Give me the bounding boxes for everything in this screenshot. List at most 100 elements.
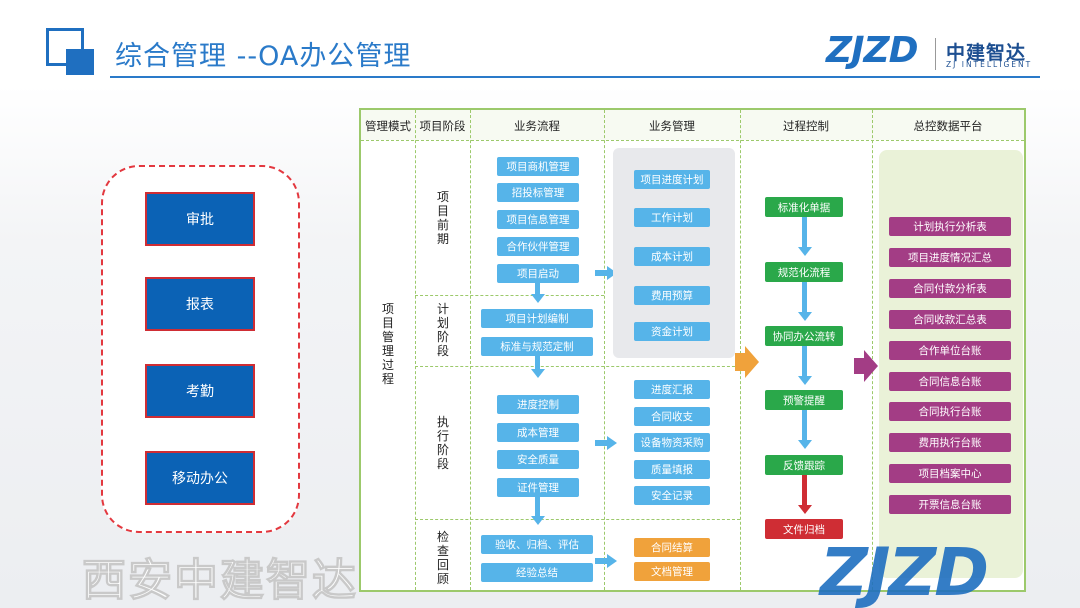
flow-item[interactable]: 招投标管理 xyxy=(497,183,579,202)
business-item[interactable]: 文档管理 xyxy=(634,562,710,581)
stage-divider xyxy=(415,295,604,296)
business-item[interactable]: 资金计划 xyxy=(634,322,710,341)
logo-square-outline xyxy=(46,28,84,66)
brand-logo: ZJZD xyxy=(826,30,918,71)
process-item[interactable]: 预警提醒 xyxy=(765,390,843,410)
process-item[interactable]: 协同办公流转 xyxy=(765,326,843,346)
column-divider xyxy=(415,110,416,590)
attendance-button[interactable]: 考勤 xyxy=(145,364,255,418)
business-item[interactable]: 项目进度计划 xyxy=(634,170,710,189)
process-arrow-down-icon xyxy=(798,247,812,256)
platform-item[interactable]: 项目进度情况汇总 xyxy=(889,248,1011,267)
platform-item[interactable]: 费用执行台账 xyxy=(889,433,1011,452)
column-divider xyxy=(470,110,471,590)
column-header-stage: 项目阶段 xyxy=(419,119,466,133)
flow-arrow-right-icon xyxy=(607,266,617,280)
platform-item[interactable]: 开票信息台账 xyxy=(889,495,1011,514)
approval-button[interactable]: 审批 xyxy=(145,192,255,246)
flow-item[interactable]: 合作伙伴管理 xyxy=(497,237,579,256)
stage-divider xyxy=(415,366,740,367)
brand-name-cn: 中建智达 xyxy=(946,42,1027,64)
flow-item[interactable]: 标准与规范定制 xyxy=(481,337,593,356)
process-arrow-shaft xyxy=(802,346,807,376)
platform-item[interactable]: 计划执行分析表 xyxy=(889,217,1011,236)
business-item[interactable]: 费用预算 xyxy=(634,286,710,305)
process-end-item[interactable]: 文件归档 xyxy=(765,519,843,539)
flow-item[interactable]: 验收、归档、评估 xyxy=(481,535,593,554)
platform-item[interactable]: 合同付款分析表 xyxy=(889,279,1011,298)
flow-item[interactable]: 证件管理 xyxy=(497,478,579,497)
mobile-office-button[interactable]: 移动办公 xyxy=(145,451,255,505)
process-arrow-shaft xyxy=(802,217,807,247)
business-item[interactable]: 工作计划 xyxy=(634,208,710,227)
platform-item[interactable]: 合同收款汇总表 xyxy=(889,310,1011,329)
flow-item[interactable]: 经验总结 xyxy=(481,563,593,582)
business-item[interactable]: 进度汇报 xyxy=(634,380,710,399)
process-arrow-shaft xyxy=(802,410,807,440)
platform-item[interactable]: 合作单位台账 xyxy=(889,341,1011,360)
business-item[interactable]: 合同收支 xyxy=(634,407,710,426)
report-button[interactable]: 报表 xyxy=(145,277,255,331)
platform-item[interactable]: 合同执行台账 xyxy=(889,402,1011,421)
process-arrow-right-icon xyxy=(745,346,759,378)
flow-arrow-shaft xyxy=(535,356,540,370)
watermark-logo: ZJZD xyxy=(820,534,989,608)
process-arrow-down-icon xyxy=(798,505,812,514)
column-header-flow: 业务流程 xyxy=(514,119,560,133)
process-arrow-down-icon xyxy=(798,312,812,321)
brand-name-en: ZJ INTELLIGENT xyxy=(946,60,1033,69)
watermark-text: 西安中建智达 xyxy=(82,555,358,607)
flow-item[interactable]: 项目信息管理 xyxy=(497,210,579,229)
process-arrow-down-icon xyxy=(798,440,812,449)
platform-arrow-shaft xyxy=(854,358,864,374)
process-item[interactable]: 反馈跟踪 xyxy=(765,455,843,475)
flow-arrow-down-icon xyxy=(531,369,545,378)
flow-item[interactable]: 项目启动 xyxy=(497,264,579,283)
stage-label-plan: 计划阶段 xyxy=(436,302,449,358)
column-header-mode: 管理模式 xyxy=(365,119,411,133)
flow-item[interactable]: 进度控制 xyxy=(497,395,579,414)
column-header-row xyxy=(361,110,1024,140)
flow-arrow-right-icon xyxy=(607,436,617,450)
stage-label-pre: 项目前期 xyxy=(436,190,449,246)
platform-item[interactable]: 项目档案中心 xyxy=(889,464,1011,483)
page-title: 综合管理 --OA办公管理 xyxy=(115,41,412,72)
column-header-business: 业务管理 xyxy=(649,119,695,133)
business-item[interactable]: 质量填报 xyxy=(634,460,710,479)
header-divider-line xyxy=(361,140,1024,141)
business-item[interactable]: 安全记录 xyxy=(634,486,710,505)
mode-label: 项目管理过程 xyxy=(381,302,394,386)
column-divider xyxy=(604,110,605,590)
business-item[interactable]: 成本计划 xyxy=(634,247,710,266)
flow-item[interactable]: 项目计划编制 xyxy=(481,309,593,328)
business-item[interactable]: 合同结算 xyxy=(634,538,710,557)
process-arrow-down-icon xyxy=(798,376,812,385)
business-item[interactable]: 设备物资采购 xyxy=(634,433,710,452)
stage-label-check: 检查回顾 xyxy=(436,530,449,586)
stage-label-exec: 执行阶段 xyxy=(436,415,449,471)
brand-separator xyxy=(935,38,936,70)
management-diagram: 管理模式 项目阶段 业务流程 业务管理 过程控制 总控数据平台 项目管理过程 项… xyxy=(359,108,1026,592)
logo-square-fill xyxy=(66,49,94,75)
flow-arrow-down-icon xyxy=(531,516,545,525)
flow-arrow-shaft xyxy=(535,283,540,295)
process-arrow-shaft xyxy=(802,475,807,505)
flow-arrow-right-icon xyxy=(607,554,617,568)
column-divider xyxy=(740,110,741,590)
process-arrow-shaft xyxy=(802,282,807,312)
flow-arrow-shaft xyxy=(595,558,607,564)
flow-item[interactable]: 项目商机管理 xyxy=(497,157,579,176)
flow-arrow-shaft xyxy=(595,270,607,276)
header-divider xyxy=(110,76,1040,78)
platform-item[interactable]: 合同信息台账 xyxy=(889,372,1011,391)
process-item[interactable]: 规范化流程 xyxy=(765,262,843,282)
stage-divider xyxy=(415,519,740,520)
process-item[interactable]: 标准化单据 xyxy=(765,197,843,217)
flow-arrow-shaft xyxy=(535,497,540,517)
flow-item[interactable]: 安全质量 xyxy=(497,450,579,469)
flow-arrow-shaft xyxy=(595,440,607,446)
flow-arrow-down-icon xyxy=(531,294,545,303)
column-header-platform: 总控数据平台 xyxy=(913,119,983,133)
flow-item[interactable]: 成本管理 xyxy=(497,423,579,442)
column-header-process: 过程控制 xyxy=(783,119,829,133)
